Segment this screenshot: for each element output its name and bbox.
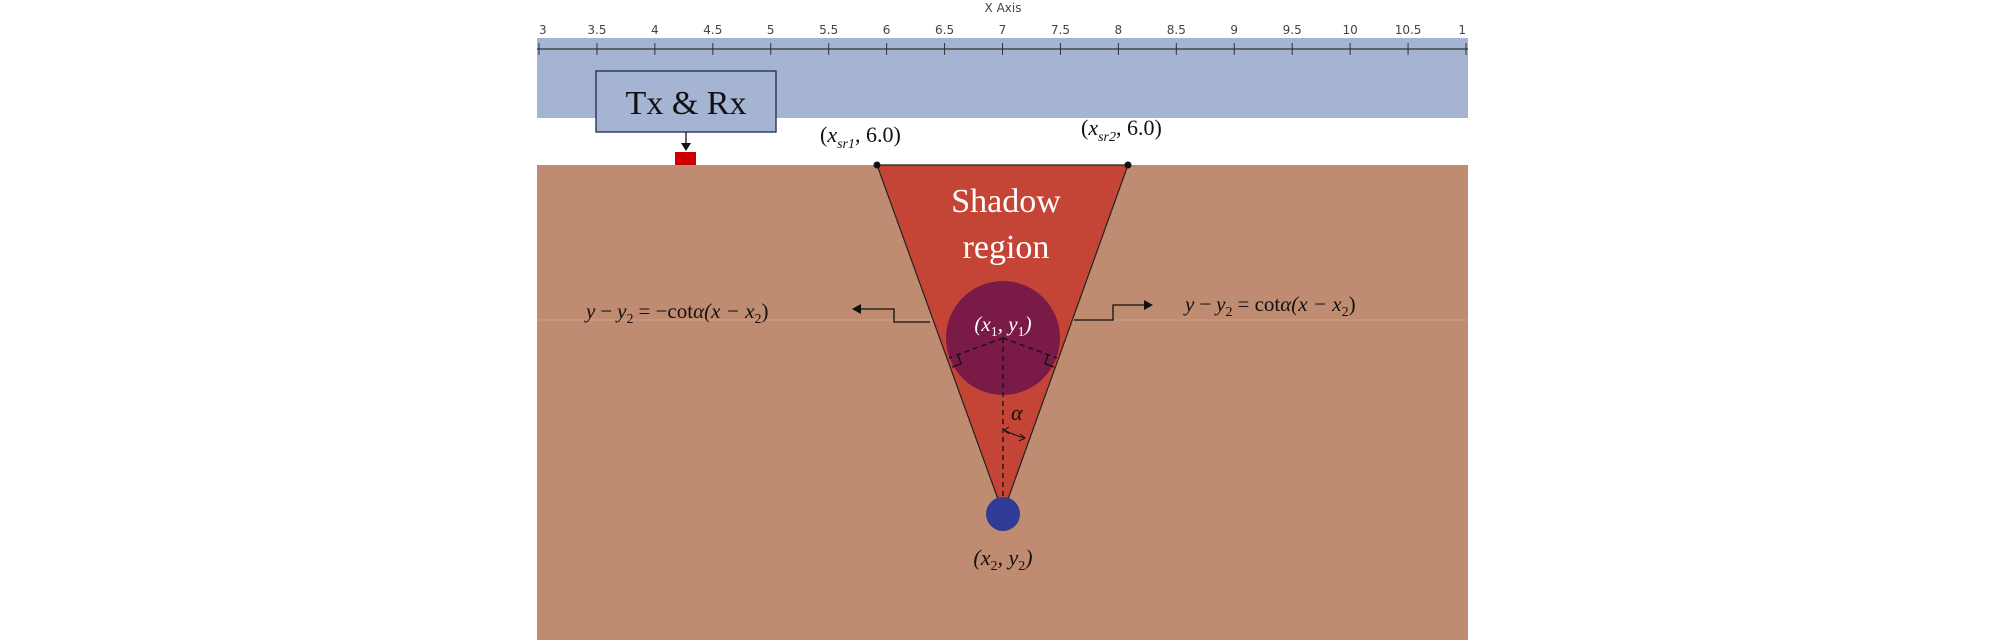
axis-tick-label: 5.5 (819, 23, 838, 37)
alpha-label: α (1011, 400, 1023, 425)
axis-tick-label: 8 (1115, 23, 1123, 37)
eq-right-arrowhead (1144, 300, 1153, 310)
right-angle-left (951, 354, 962, 368)
axis-title: X Axis (985, 1, 1022, 15)
axis-tick-label: 10.5 (1395, 23, 1422, 37)
axis-tick-label: 9.5 (1283, 23, 1302, 37)
sr2-point (1124, 161, 1132, 169)
sr1-point (873, 161, 881, 169)
axis-tick-label: 6 (883, 23, 891, 37)
alpha-arc-head2 (1018, 433, 1026, 442)
shadow-label-line1: Shadow (951, 183, 1061, 220)
axis-tick-label: 7 (999, 23, 1007, 37)
axis-tick-label: 4 (651, 23, 659, 37)
axis-tick-label: 9 (1230, 23, 1238, 37)
axis-tick-label: 7.5 (1051, 23, 1070, 37)
antenna (675, 152, 696, 165)
dashed-radius-left (948, 337, 1004, 359)
shadow-label-line2: region (963, 229, 1050, 266)
alpha-arc-head1 (1003, 426, 1010, 435)
txrx-label: Tx & Rx (626, 85, 747, 122)
axis-tick-label: 3.5 (587, 23, 606, 37)
eq-right: y−y2= cotα(x − x2) (1183, 292, 1356, 320)
sr1-label: (xsr1, 6.0) (820, 122, 901, 152)
source-circle (986, 497, 1020, 531)
sr2-label: (xsr2, 6.0) (1081, 115, 1162, 145)
txrx-arrowhead (681, 143, 691, 151)
axis-ticks: 3 3.5 4 4.5 5 5.5 6 6.5 7 7.5 8 8.5 9 9.5 10 10.5 1 (538, 23, 1467, 55)
eq-left-arrowhead (852, 304, 861, 314)
apex-target-label: (x2, y2) (973, 545, 1032, 574)
dashed-radius-right (1002, 337, 1058, 359)
eq-right-connector (1074, 304, 1145, 321)
eq-left: y−y2= −cotα(x − x2) (584, 299, 768, 327)
axis-tick-label: 8.5 (1167, 23, 1186, 37)
eq-left-connector (860, 308, 930, 323)
axis-tick-label: 4.5 (703, 23, 722, 37)
axis-tick-label: 6.5 (935, 23, 954, 37)
right-angle-right (1044, 354, 1055, 368)
axis-tick-label: 3 (539, 23, 547, 37)
axis-tick-label: 5 (767, 23, 775, 37)
axis-tick-label: 10 (1342, 23, 1357, 37)
axis-tick-label: 1 (1458, 23, 1466, 37)
